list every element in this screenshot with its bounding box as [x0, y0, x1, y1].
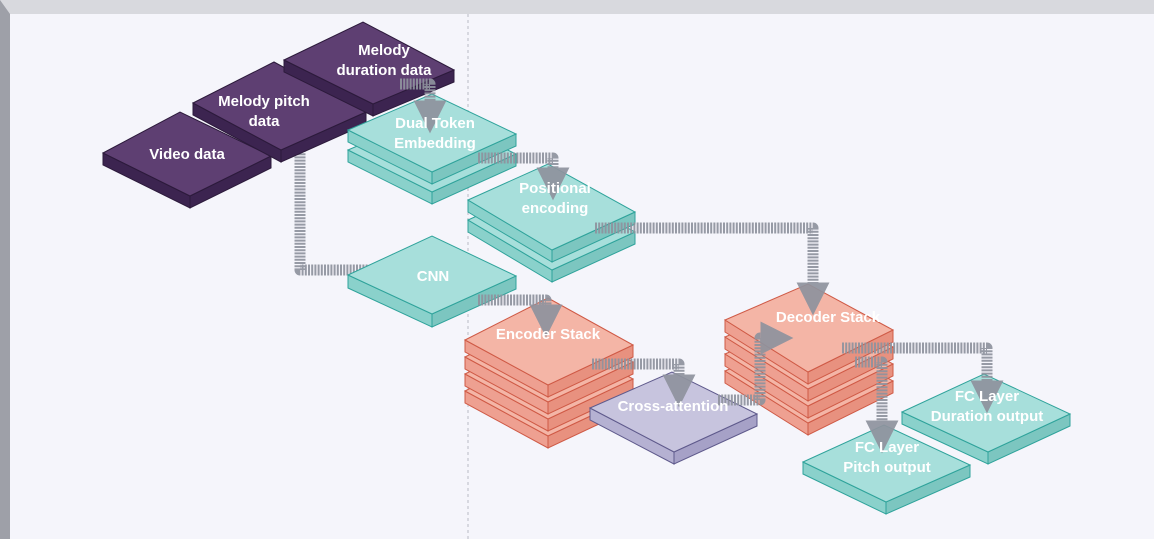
fc-duration-label-line-1: FC Layer [955, 388, 1019, 405]
input-pitch-label-line-2: data [249, 113, 281, 130]
encoder-stack-layer-1 [463, 297, 635, 398]
input-pitch-label: Melody pitch data [218, 93, 310, 130]
fc-pitch-label-line-2: Pitch output [843, 459, 930, 476]
input-duration-label-line-2: duration data [336, 62, 432, 79]
decoder-stack-layer-1-top-face [723, 283, 895, 373]
arrow-cross-attention-to-decoder [718, 321, 794, 406]
decoder-label-line-1: Decoder Stack [776, 309, 881, 326]
input-video-label: Video data [149, 146, 225, 163]
input-pitch-label-line-1: Melody pitch [218, 93, 310, 110]
fc-pitch-block [801, 424, 972, 515]
arrow-decoder-to-fc-pitch [855, 356, 899, 454]
arrow-duration-to-dual-token [400, 78, 447, 134]
fc-pitch-block-top-face [801, 424, 972, 503]
dual-token-label-line-2: Embedding [394, 135, 476, 152]
cnn-block-top-face [346, 235, 518, 315]
arrow-positional-to-decoder [595, 222, 830, 316]
positional-label-line-2: encoding [522, 200, 589, 217]
cnn-label-line-1: CNN [417, 268, 450, 285]
positional-encoding-layer-1-top-face [466, 163, 637, 251]
decoder-label: Decoder Stack [776, 309, 881, 326]
cross-attention-block-top-face [588, 371, 759, 453]
input-video-slab [101, 111, 273, 209]
arrows-front [400, 78, 1004, 454]
positional-label: Positional encoding [519, 180, 591, 217]
encoder-label-line-1: Encoder Stack [496, 326, 601, 343]
cross-attention-label: Cross-attention [618, 398, 729, 415]
arrow-encoder-to-cross-attention [592, 358, 696, 408]
encoder-label: Encoder Stack [496, 326, 601, 343]
input-duration-label: Melody duration data [336, 42, 432, 79]
fc-duration-label-line-2: Duration output [931, 408, 1043, 425]
input-video-label-line-1: Video data [149, 146, 225, 163]
fc-pitch-label-line-1: FC Layer [855, 439, 919, 456]
input-duration-label-line-1: Melody [358, 42, 410, 59]
arrow-decoder-to-fc-duration [842, 342, 1004, 414]
cross-attention-label-line-1: Cross-attention [618, 398, 729, 415]
arrow-cnn-to-encoder [478, 294, 563, 338]
arrow-dual-token-to-positional [478, 152, 570, 201]
cnn-label: CNN [417, 268, 450, 285]
cross-attention-block [588, 371, 759, 465]
cnn-block [346, 235, 518, 328]
positional-label-line-1: Positional [519, 180, 591, 197]
dual-token-label-line-1: Dual Token [395, 115, 475, 132]
encoder-stack-layer-1-top-face [463, 297, 635, 386]
